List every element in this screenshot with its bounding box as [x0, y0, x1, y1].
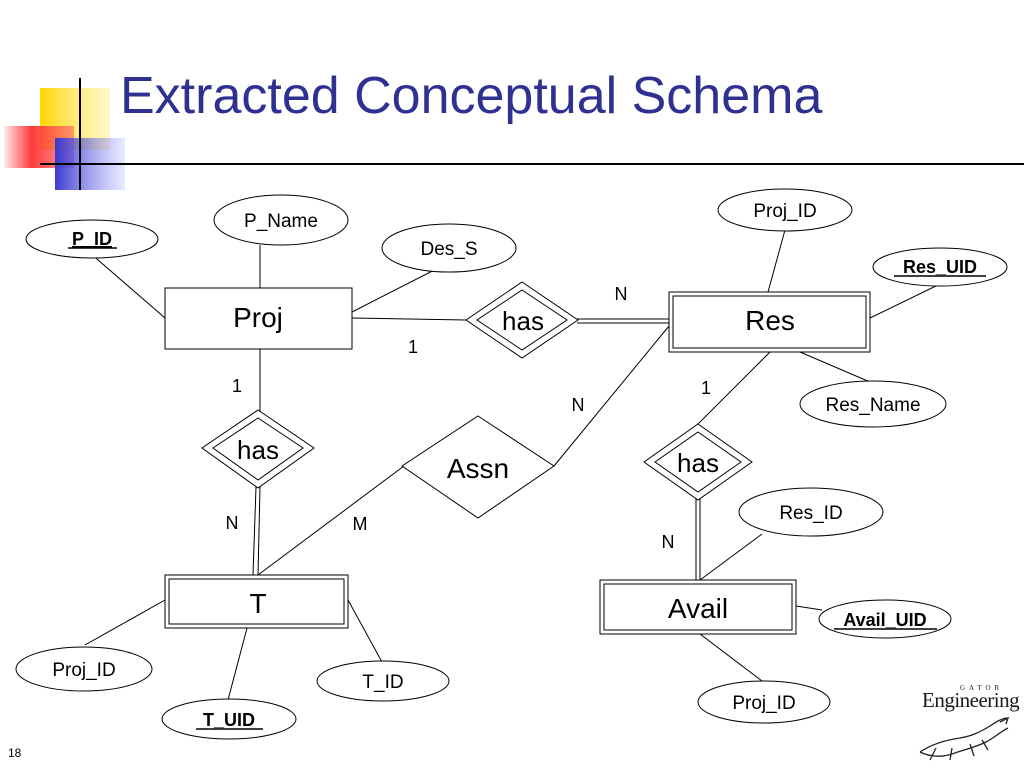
slide-number: 18 — [8, 746, 22, 760]
cardinality-proj-res-1: 1 — [408, 337, 418, 357]
attribute-t-id-label: T_ID — [362, 672, 403, 693]
relationship-has-res-avail-label: has — [677, 448, 719, 478]
entity-t: T — [164, 574, 349, 629]
cardinality-proj-t-1: 1 — [232, 376, 242, 396]
cardinality-res-avail-1: 1 — [701, 378, 711, 398]
relationship-assn-label: Assn — [447, 453, 509, 484]
line-res-has3 — [697, 351, 771, 425]
attribute-res-proj-id-label: Proj_ID — [753, 201, 816, 222]
entity-proj-label: Proj — [233, 302, 283, 333]
attribute-p-name-label: P_Name — [244, 211, 318, 232]
entity-avail: Avail — [599, 579, 797, 635]
line-proj-pid — [89, 252, 166, 319]
cardinality-assn-t-m: M — [353, 514, 368, 534]
attribute-res-name-label: Res_Name — [825, 395, 920, 416]
attribute-t-id: T_ID — [316, 660, 450, 702]
relationship-has-proj-res: has — [465, 281, 579, 359]
attribute-des-s-label: Des_S — [420, 239, 477, 260]
relationship-assn: Assn — [401, 415, 555, 519]
attribute-avail-uid-label: Avail_UID — [843, 610, 926, 630]
line-assn-res — [553, 325, 670, 467]
cardinality-res-avail-n: N — [662, 532, 675, 552]
line-avail-resid — [699, 533, 763, 581]
line-avail-projid — [699, 633, 767, 685]
entity-proj: Proj — [164, 287, 353, 350]
logo-small-text: GATOR — [960, 684, 1004, 692]
line-has2-t-b — [257, 486, 261, 576]
line-res-projid — [767, 229, 786, 293]
relationship-has-proj-t: has — [201, 409, 315, 489]
line-avail-uid — [795, 605, 823, 611]
attribute-t-proj-id: Proj_ID — [15, 646, 153, 692]
entity-res-label: Res — [745, 305, 795, 336]
attribute-avail-uid: Avail_UID — [818, 599, 952, 639]
entity-avail-label: Avail — [668, 593, 728, 624]
slide-title: Extracted Conceptual Schema — [120, 67, 823, 125]
relationship-has-proj-res-label: has — [502, 306, 544, 336]
attribute-res-proj-id: Proj_ID — [717, 188, 853, 232]
attribute-t-proj-id-label: Proj_ID — [52, 660, 115, 681]
relationship-has-res-avail: has — [643, 423, 753, 501]
attribute-des-s: Des_S — [381, 223, 517, 273]
entity-res: Res — [668, 291, 871, 353]
attribute-avail-proj-id-label: Proj_ID — [732, 693, 795, 714]
attribute-p-id-label: P_ID — [72, 229, 112, 249]
line-t-uid — [227, 627, 248, 701]
attribute-res-name: Res_Name — [799, 380, 947, 428]
line-has2-t-a — [252, 486, 257, 576]
attribute-res-uid: Res_UID — [872, 247, 1008, 287]
attribute-avail-res-id-label: Res_ID — [779, 503, 842, 524]
attribute-p-name: P_Name — [213, 194, 349, 246]
attribute-avail-proj-id: Proj_ID — [697, 680, 831, 724]
logo-word: Engineering — [922, 688, 1020, 712]
line-res-uid — [869, 283, 941, 319]
line-assn-t — [257, 465, 405, 576]
attribute-res-uid-label: Res_UID — [903, 257, 977, 277]
line-t-projid — [84, 599, 166, 646]
attribute-t-uid-label: T_UID — [203, 710, 255, 730]
entity-t-label: T — [249, 588, 266, 619]
cardinality-proj-t-n: N — [226, 513, 239, 533]
line-res-name — [799, 351, 871, 383]
cardinality-assn-res-n: N — [572, 395, 585, 415]
line-t-tid — [347, 599, 383, 663]
relationship-has-proj-t-label: has — [237, 435, 279, 465]
attribute-avail-res-id: Res_ID — [738, 487, 884, 537]
gator-logo-icon — [919, 716, 1010, 761]
cardinality-proj-res-n: N — [615, 284, 628, 304]
attribute-t-uid: T_UID — [161, 698, 297, 740]
line-proj-has — [351, 317, 467, 321]
attribute-p-id: P_ID — [25, 219, 159, 259]
